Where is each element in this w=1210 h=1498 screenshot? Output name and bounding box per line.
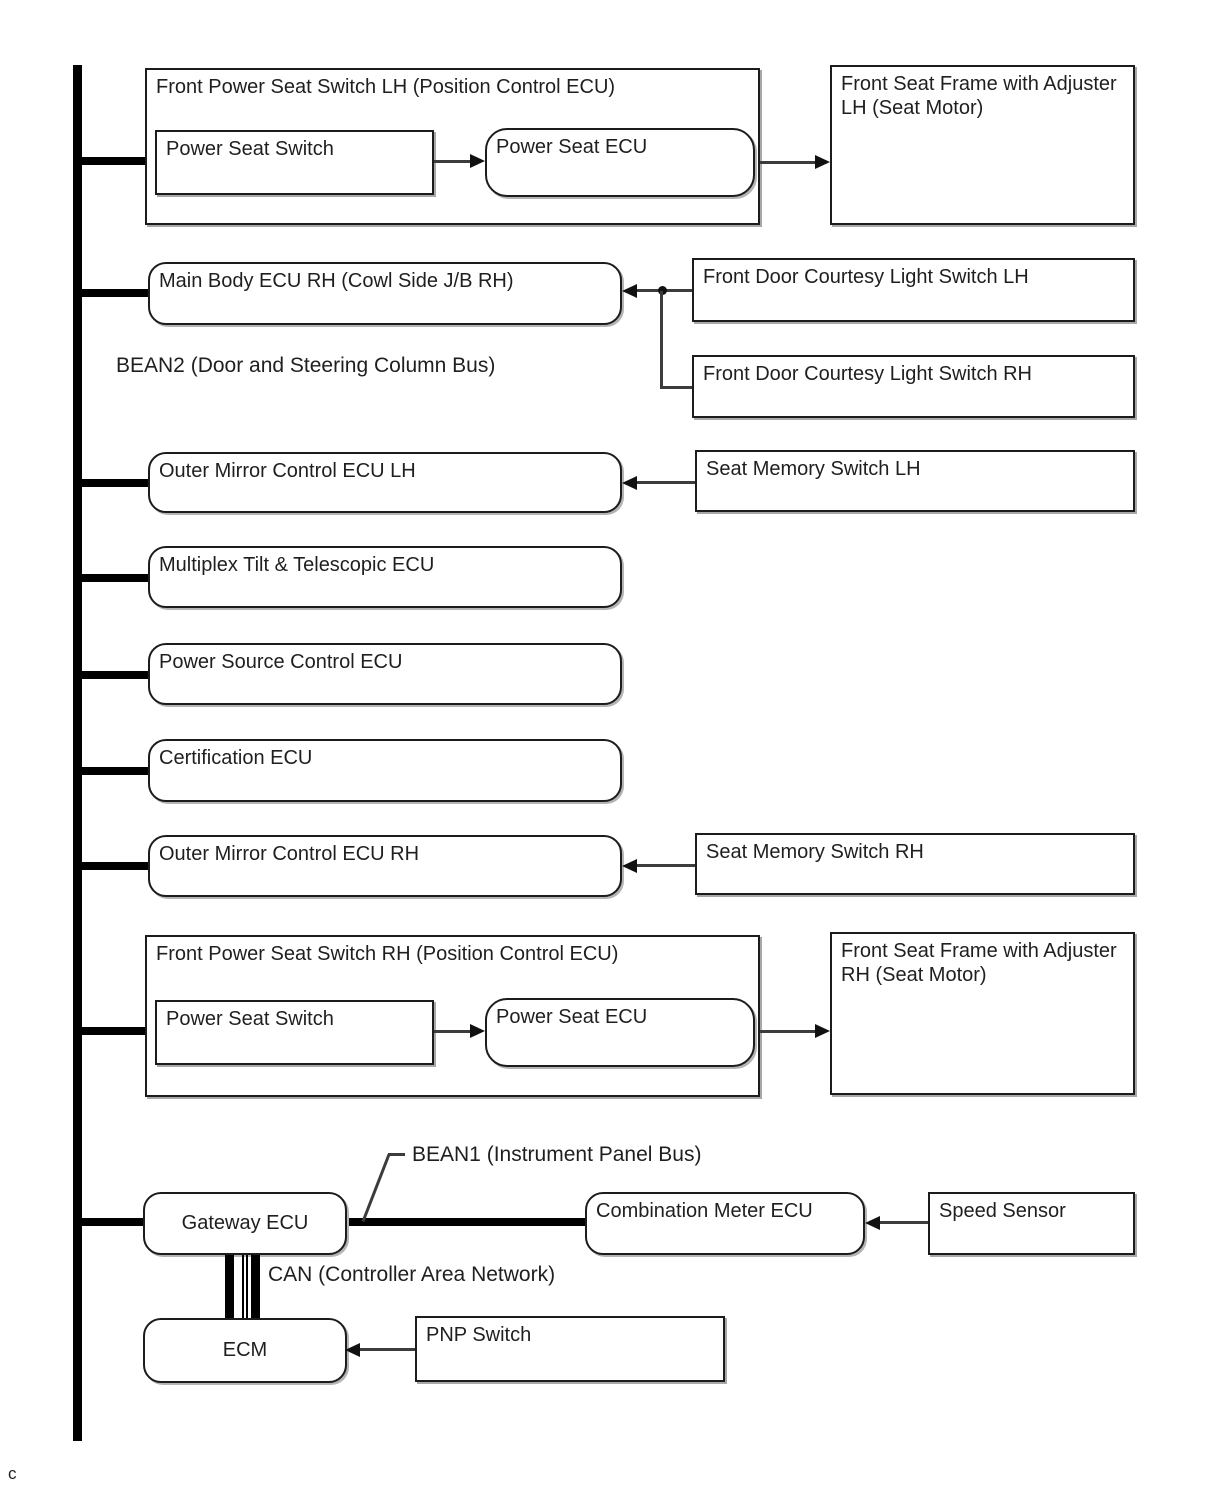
node-label: Combination Meter ECU	[596, 1200, 813, 1222]
arrow-head-right-icon	[815, 1024, 830, 1038]
bus-stub-main-body-ecu	[77, 289, 150, 297]
node-label: Speed Sensor	[939, 1200, 1066, 1222]
node-label: Power Seat Switch	[166, 1008, 334, 1030]
bean1-bus-label: BEAN1 (Instrument Panel Bus)	[412, 1143, 701, 1167]
node-power-seat-ecu-lh: Power Seat ECU	[485, 128, 755, 197]
node-label: Multiplex Tilt & Telescopic ECU	[159, 554, 435, 576]
can-bus-line-4	[251, 1255, 260, 1318]
node-front-door-courtesy-light-switch-lh: Front Door Courtesy Light Switch LH	[692, 258, 1135, 322]
arrow-head-left-icon	[622, 476, 637, 490]
node-combination-meter-ecu: Combination Meter ECU	[585, 1192, 865, 1255]
node-label: Front Door Courtesy Light Switch RH	[703, 363, 1033, 385]
node-certification-ecu: Certification ECU	[148, 739, 622, 802]
arrow-head-left-icon	[345, 1343, 360, 1357]
arrow-head-right-icon	[470, 1024, 485, 1038]
node-pnp-switch: PNP Switch	[415, 1316, 725, 1382]
arrow-head-right-icon	[470, 154, 485, 168]
arrow-line-seat-switch-to-ecu-lh	[434, 160, 472, 163]
arrow-line-seat-rh-to-frame	[760, 1030, 817, 1033]
can-bus-line-1	[225, 1255, 234, 1318]
arrow-line-seat-memory-rh-to-mirror	[637, 864, 695, 867]
node-power-source-control-ecu: Power Source Control ECU	[148, 643, 622, 705]
node-front-door-courtesy-light-switch-rh: Front Door Courtesy Light Switch RH	[692, 355, 1135, 418]
node-label: Seat Memory Switch RH	[706, 841, 924, 863]
node-seat-memory-switch-lh: Seat Memory Switch LH	[695, 450, 1135, 512]
arrow-head-left-icon	[622, 859, 637, 873]
node-label: Power Source Control ECU	[159, 651, 403, 673]
arrow-line-pnp-to-ecm	[360, 1348, 415, 1351]
bean2-bus-vertical-line	[73, 65, 82, 1441]
node-label: Front Power Seat Switch RH (Position Con…	[156, 943, 619, 965]
node-label: Power Seat ECU	[496, 136, 648, 158]
node-label: Certification ECU	[159, 747, 313, 769]
node-front-power-seat-switch-rh: Front Power Seat Switch RH (Position Con…	[145, 935, 760, 1097]
bean1-bus-label-text: BEAN1 (Instrument Panel Bus)	[412, 1143, 702, 1166]
node-label: Main Body ECU RH (Cowl Side J/B RH)	[159, 270, 514, 292]
bus-stub-front-power-seat-lh	[77, 157, 147, 165]
arrow-line-seat-switch-to-ecu-rh	[434, 1030, 472, 1033]
node-label: Seat Memory Switch LH	[706, 458, 921, 480]
node-label: Gateway ECU	[181, 1212, 309, 1235]
arrow-head-left-icon	[865, 1216, 880, 1230]
bus-stub-multiplex-tilt	[77, 574, 150, 582]
node-label: Front Seat Frame with Adjuster LH (Seat …	[841, 73, 1117, 120]
can-bus-line-3	[246, 1255, 248, 1318]
bean2-bus-label: BEAN2 (Door and Steering Column Bus)	[116, 354, 495, 378]
page-corner-label-text: c	[8, 1464, 17, 1483]
can-bus-label-text: CAN (Controller Area Network)	[268, 1263, 556, 1286]
node-multiplex-tilt-telescopic-ecu: Multiplex Tilt & Telescopic ECU	[148, 546, 622, 608]
node-gateway-ecu: Gateway ECU	[143, 1192, 347, 1255]
node-main-body-ecu-rh: Main Body ECU RH (Cowl Side J/B RH)	[148, 262, 622, 325]
node-power-seat-ecu-rh: Power Seat ECU	[485, 998, 755, 1067]
node-ecm: ECM	[143, 1318, 347, 1383]
node-label: Front Seat Frame with Adjuster RH (Seat …	[841, 940, 1117, 987]
bus-stub-front-power-seat-rh	[77, 1027, 147, 1035]
node-label: PNP Switch	[426, 1324, 532, 1346]
node-front-seat-frame-rh: Front Seat Frame with Adjuster RH (Seat …	[830, 932, 1135, 1095]
bus-stub-outer-mirror-lh	[77, 479, 150, 487]
node-outer-mirror-control-ecu-rh: Outer Mirror Control ECU RH	[148, 835, 622, 897]
node-label: Power Seat ECU	[496, 1006, 648, 1028]
can-bus-label: CAN (Controller Area Network)	[268, 1263, 555, 1287]
bus-stub-power-source	[77, 671, 150, 679]
arrow-line-seat-lh-to-frame	[760, 161, 817, 164]
bean1-pointer-diagonal-line	[361, 1153, 391, 1223]
bean2-bus-label-text: BEAN2 (Door and Steering Column Bus)	[116, 354, 496, 377]
arrow-head-right-icon	[815, 155, 830, 169]
junction-dot	[658, 286, 667, 295]
node-power-seat-switch-lh: Power Seat Switch	[155, 130, 434, 195]
node-power-seat-switch-rh: Power Seat Switch	[155, 1000, 434, 1065]
node-label: Power Seat Switch	[166, 138, 334, 160]
node-label: ECM	[222, 1339, 268, 1362]
node-label: Front Power Seat Switch LH (Position Con…	[156, 76, 616, 98]
bus-stub-outer-mirror-rh	[77, 862, 150, 870]
node-front-seat-frame-lh: Front Seat Frame with Adjuster LH (Seat …	[830, 65, 1135, 225]
node-label: Front Door Courtesy Light Switch LH	[703, 266, 1029, 288]
arrow-line-seat-memory-lh-to-mirror	[637, 481, 695, 484]
connector-line-door-rh-vertical	[660, 291, 663, 388]
node-seat-memory-switch-rh: Seat Memory Switch RH	[695, 833, 1135, 895]
can-bus-line-2	[242, 1255, 244, 1318]
page-corner-label: c	[8, 1464, 17, 1484]
node-outer-mirror-control-ecu-lh: Outer Mirror Control ECU LH	[148, 452, 622, 513]
connector-line-door-rh-horizontal	[660, 386, 692, 389]
node-label: Outer Mirror Control ECU LH	[159, 460, 416, 482]
node-speed-sensor: Speed Sensor	[928, 1192, 1135, 1255]
bean1-pointer-tick-line	[388, 1153, 405, 1156]
node-label: Outer Mirror Control ECU RH	[159, 843, 420, 865]
arrow-head-left-icon	[622, 284, 637, 298]
arrow-line-speed-sensor-to-meter	[880, 1221, 928, 1224]
bus-stub-certification	[77, 767, 150, 775]
